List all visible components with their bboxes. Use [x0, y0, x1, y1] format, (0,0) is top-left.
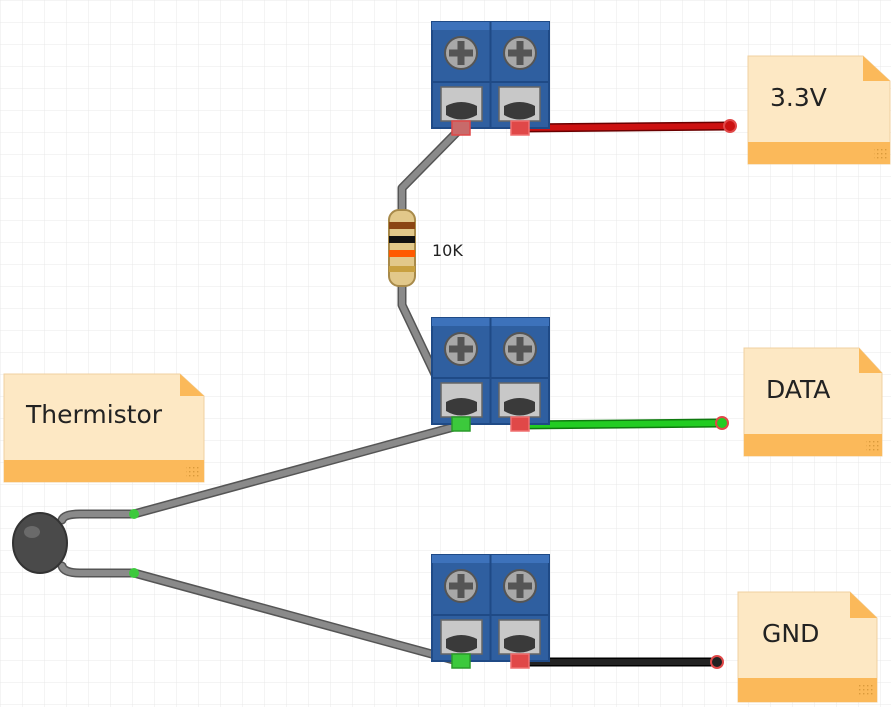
pin-middle-right[interactable] — [510, 416, 530, 432]
note-thermistor[interactable]: Thermistor — [3, 373, 205, 483]
terminal-block-bottom[interactable] — [431, 554, 550, 669]
wire-thermistor-data[interactable] — [131, 422, 464, 517]
note-thermistor-text: Thermistor — [25, 400, 163, 429]
resistor-band-3 — [389, 250, 415, 257]
terminal-block-top[interactable] — [431, 21, 550, 136]
folded-corner-icon — [863, 56, 890, 81]
screw-head-icon — [503, 332, 537, 366]
note-data-text: DATA — [766, 375, 830, 404]
thermistor-body-icon[interactable] — [12, 512, 68, 574]
note-3v3[interactable]: 3.3V — [747, 55, 891, 165]
pin-bottom-left[interactable] — [451, 653, 471, 669]
screw-head-icon — [503, 36, 537, 70]
resistor-band-4 — [389, 266, 415, 272]
pin-top-left[interactable] — [451, 120, 471, 136]
wire-thermistor-gnd[interactable] — [131, 570, 464, 665]
screw-head-icon — [503, 569, 537, 603]
pin-top-right[interactable] — [510, 120, 530, 136]
wire-end-red[interactable] — [723, 119, 737, 133]
terminal-block-middle[interactable] — [431, 317, 550, 432]
folded-corner-icon — [180, 374, 204, 396]
resistor-band-2 — [389, 236, 415, 243]
resistor[interactable] — [388, 209, 416, 287]
wire-resistor-top[interactable] — [399, 125, 464, 218]
note-data[interactable]: DATA — [743, 347, 883, 457]
thermistor-leg-top[interactable] — [59, 511, 137, 523]
wire-red-3v3[interactable] — [515, 123, 733, 131]
note-gnd-text: GND — [762, 619, 819, 648]
wire-end-green[interactable] — [715, 416, 729, 430]
folded-corner-icon — [850, 592, 877, 618]
folded-corner-icon — [859, 348, 882, 373]
thermistor-pin-bottom[interactable] — [129, 568, 139, 578]
thermistor-pin-top[interactable] — [129, 509, 139, 519]
screw-head-icon — [444, 332, 478, 366]
screw-head-icon — [444, 569, 478, 603]
note-3v3-text: 3.3V — [770, 83, 827, 112]
screw-head-icon — [444, 36, 478, 70]
thermistor-leg-bottom[interactable] — [59, 563, 137, 576]
wire-end-black[interactable] — [710, 655, 724, 669]
pin-bottom-right[interactable] — [510, 653, 530, 669]
resistor-label: 10K — [432, 241, 463, 260]
note-gnd[interactable]: GND — [737, 591, 878, 703]
wire-green-data[interactable] — [515, 420, 725, 428]
pin-middle-left[interactable] — [451, 416, 471, 432]
resistor-band-1 — [389, 222, 415, 229]
